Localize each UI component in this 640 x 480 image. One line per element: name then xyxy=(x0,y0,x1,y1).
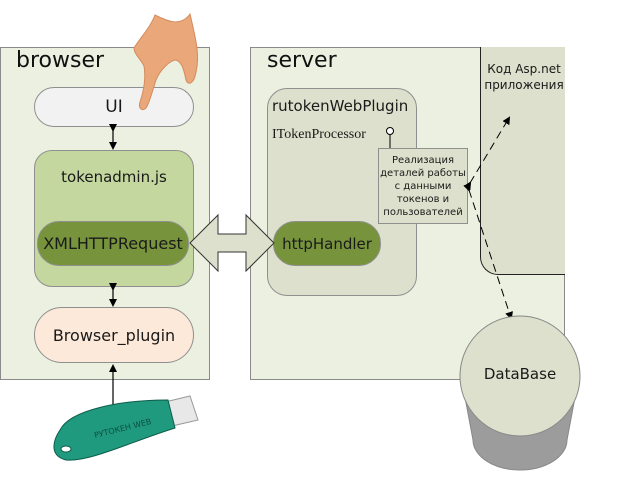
browser-plugin-label: Browser_plugin xyxy=(52,325,176,345)
aspnet-label: Код Asp.net приложения xyxy=(484,62,564,92)
pointing-hand-icon xyxy=(133,12,199,111)
ui-label: UI xyxy=(105,97,123,117)
implementation-note-text: Реализация деталей работы с данными токе… xyxy=(380,154,466,218)
tokenadmin-label: tokenadmin.js xyxy=(61,168,167,186)
rutoken-web-plugin-title: rutokenWebPlugin xyxy=(272,97,409,115)
server-title: server xyxy=(267,48,337,73)
rutoken-usb-token-icon: РУТОКЕН WEB xyxy=(53,395,199,461)
http-handler-label: httpHandler xyxy=(282,234,372,253)
http-exchange-arrow xyxy=(189,213,275,273)
itokenprocessor-label: ITokenProcessor xyxy=(272,127,366,142)
interface-lollipop-icon xyxy=(386,127,394,135)
impl-aspnet-dashed-arrow xyxy=(463,116,511,191)
browser-plugin-component[interactable]: Browser_plugin xyxy=(34,307,194,363)
http-handler-component[interactable]: httpHandler xyxy=(273,221,381,266)
xmlhttprequest-component[interactable]: XMLHTTPRequest xyxy=(37,221,189,266)
implementation-note: Реализация деталей работы с данными токе… xyxy=(378,148,468,224)
xhr-label: XMLHTTPRequest xyxy=(43,234,183,253)
browser-title: browser xyxy=(16,48,105,73)
database-cylinder[interactable] xyxy=(459,315,581,471)
impl-database-dashed-arrow xyxy=(463,183,513,320)
database-label: DataBase xyxy=(483,365,557,383)
